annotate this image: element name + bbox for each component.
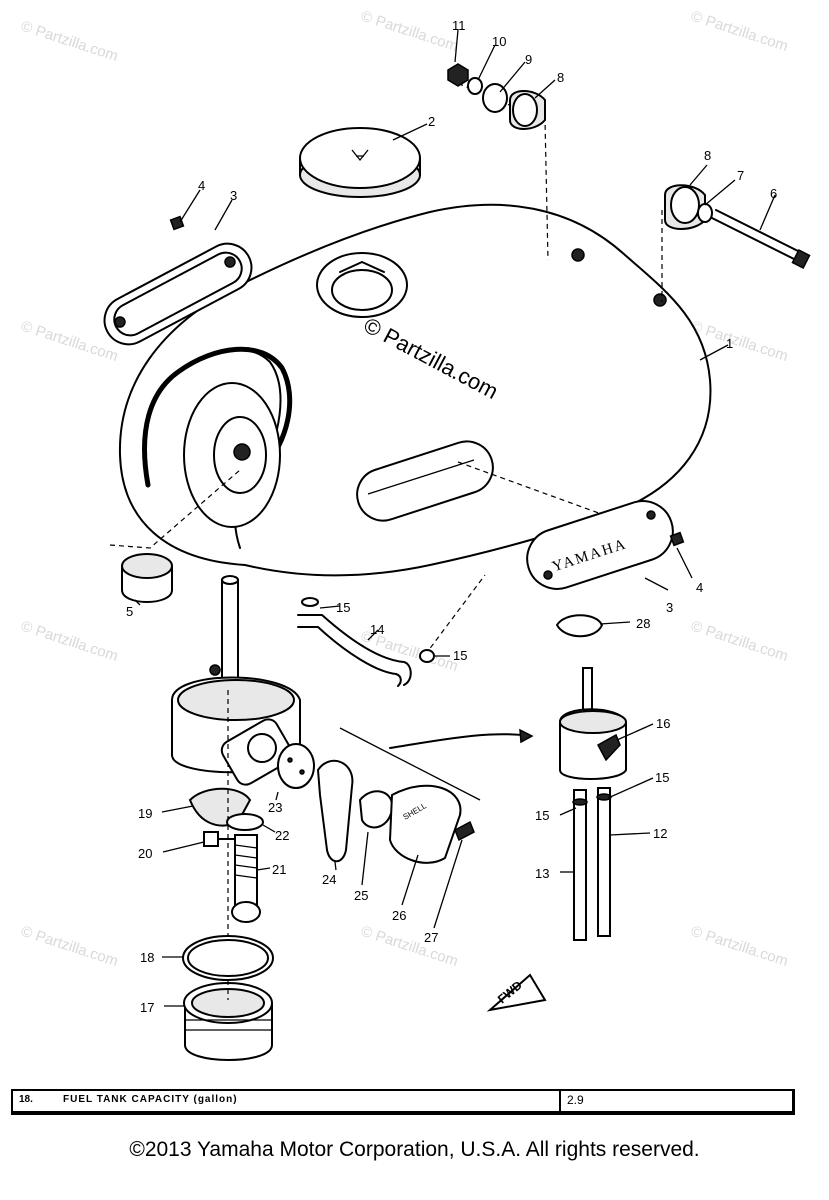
front-mount-hardware xyxy=(661,184,811,302)
callout-8: 8 xyxy=(704,148,711,163)
callout-28: 28 xyxy=(636,616,650,631)
fuel-petcock-exploded: SHELL xyxy=(171,575,481,1061)
callout-6: 6 xyxy=(770,186,777,201)
callout-1: 1 xyxy=(726,336,733,351)
spec-table: 18. FUEL TANK CAPACITY (gallon) 2.9 xyxy=(11,1089,795,1115)
callout-18: 18 xyxy=(140,950,154,965)
fuel-pipe xyxy=(297,574,486,687)
fuel-tank-parts-diagram: © Partzilla.com © Partzilla.com © Partzi… xyxy=(19,8,811,1061)
callout-23: 23 xyxy=(268,800,282,815)
assembly-arrow xyxy=(389,733,531,749)
nut-icon xyxy=(447,63,469,87)
watermark-text: © Partzilla.com xyxy=(689,923,790,970)
callout-13: 13 xyxy=(535,866,549,881)
callout-15: 15 xyxy=(453,648,467,663)
callout-9: 9 xyxy=(525,52,532,67)
emblem-screw xyxy=(669,531,685,547)
callout-labels: 1 2 3 3 4 4 5 6 7 8 8 9 10 11 12 13 14 1… xyxy=(126,18,777,1015)
fuel-tank xyxy=(118,203,712,577)
callout-25: 25 xyxy=(354,888,368,903)
emblem-recess xyxy=(356,440,494,522)
callout-20: 20 xyxy=(138,846,152,861)
callout-3: 3 xyxy=(230,188,237,203)
callout-22: 22 xyxy=(275,828,289,843)
right-emblem-plate: YAMAHA xyxy=(457,461,685,590)
callout-3: 3 xyxy=(666,600,673,615)
fwd-direction-marker: FWD xyxy=(486,973,547,1012)
spec-description: FUEL TANK CAPACITY (gallon) xyxy=(57,1091,561,1111)
callout-27: 27 xyxy=(424,930,438,945)
rear-mount-hardware xyxy=(447,63,549,261)
watermark-text: © Partzilla.com xyxy=(359,8,460,55)
petcock-standpipe xyxy=(221,579,239,686)
watermark-text: © Partzilla.com xyxy=(689,8,790,55)
callout-4: 4 xyxy=(696,580,703,595)
callout-10: 10 xyxy=(492,34,506,49)
callout-14: 14 xyxy=(370,622,384,637)
callout-24: 24 xyxy=(322,872,336,887)
fuel-petcock-assembled xyxy=(559,667,627,941)
callout-7: 7 xyxy=(737,168,744,183)
left-emblem xyxy=(103,215,253,346)
callout-15: 15 xyxy=(336,600,350,615)
callout-15: 15 xyxy=(535,808,549,823)
watermark-text: © Partzilla.com xyxy=(689,618,790,665)
emblem-screw xyxy=(169,215,185,231)
arrow-head-icon xyxy=(519,728,534,744)
watermark-text: © Partzilla.com xyxy=(359,923,460,970)
callout-8: 8 xyxy=(557,70,564,85)
callout-15: 15 xyxy=(655,770,669,785)
callout-17: 17 xyxy=(140,1000,154,1015)
watermark-text: © Partzilla.com xyxy=(19,923,120,970)
damper-rubber xyxy=(109,469,241,603)
callout-2: 2 xyxy=(428,114,435,129)
callout-19: 19 xyxy=(138,806,152,821)
callout-26: 26 xyxy=(392,908,406,923)
callout-11: 11 xyxy=(452,18,466,33)
spec-row-number: 18. xyxy=(19,1094,33,1105)
callout-leaders xyxy=(134,29,776,1007)
fuel-cap xyxy=(299,127,421,198)
callout-21: 21 xyxy=(272,862,286,877)
callout-4: 4 xyxy=(198,178,205,193)
grommet xyxy=(555,614,604,638)
watermark-text: © Partzilla.com xyxy=(19,618,120,665)
callout-12: 12 xyxy=(653,826,667,841)
copyright-notice: ©2013 Yamaha Motor Corporation, U.S.A. A… xyxy=(129,1138,700,1161)
callout-5: 5 xyxy=(126,604,133,619)
watermark-text: © Partzilla.com xyxy=(19,18,120,65)
callout-16: 16 xyxy=(656,716,670,731)
spec-value: 2.9 xyxy=(567,1093,584,1107)
